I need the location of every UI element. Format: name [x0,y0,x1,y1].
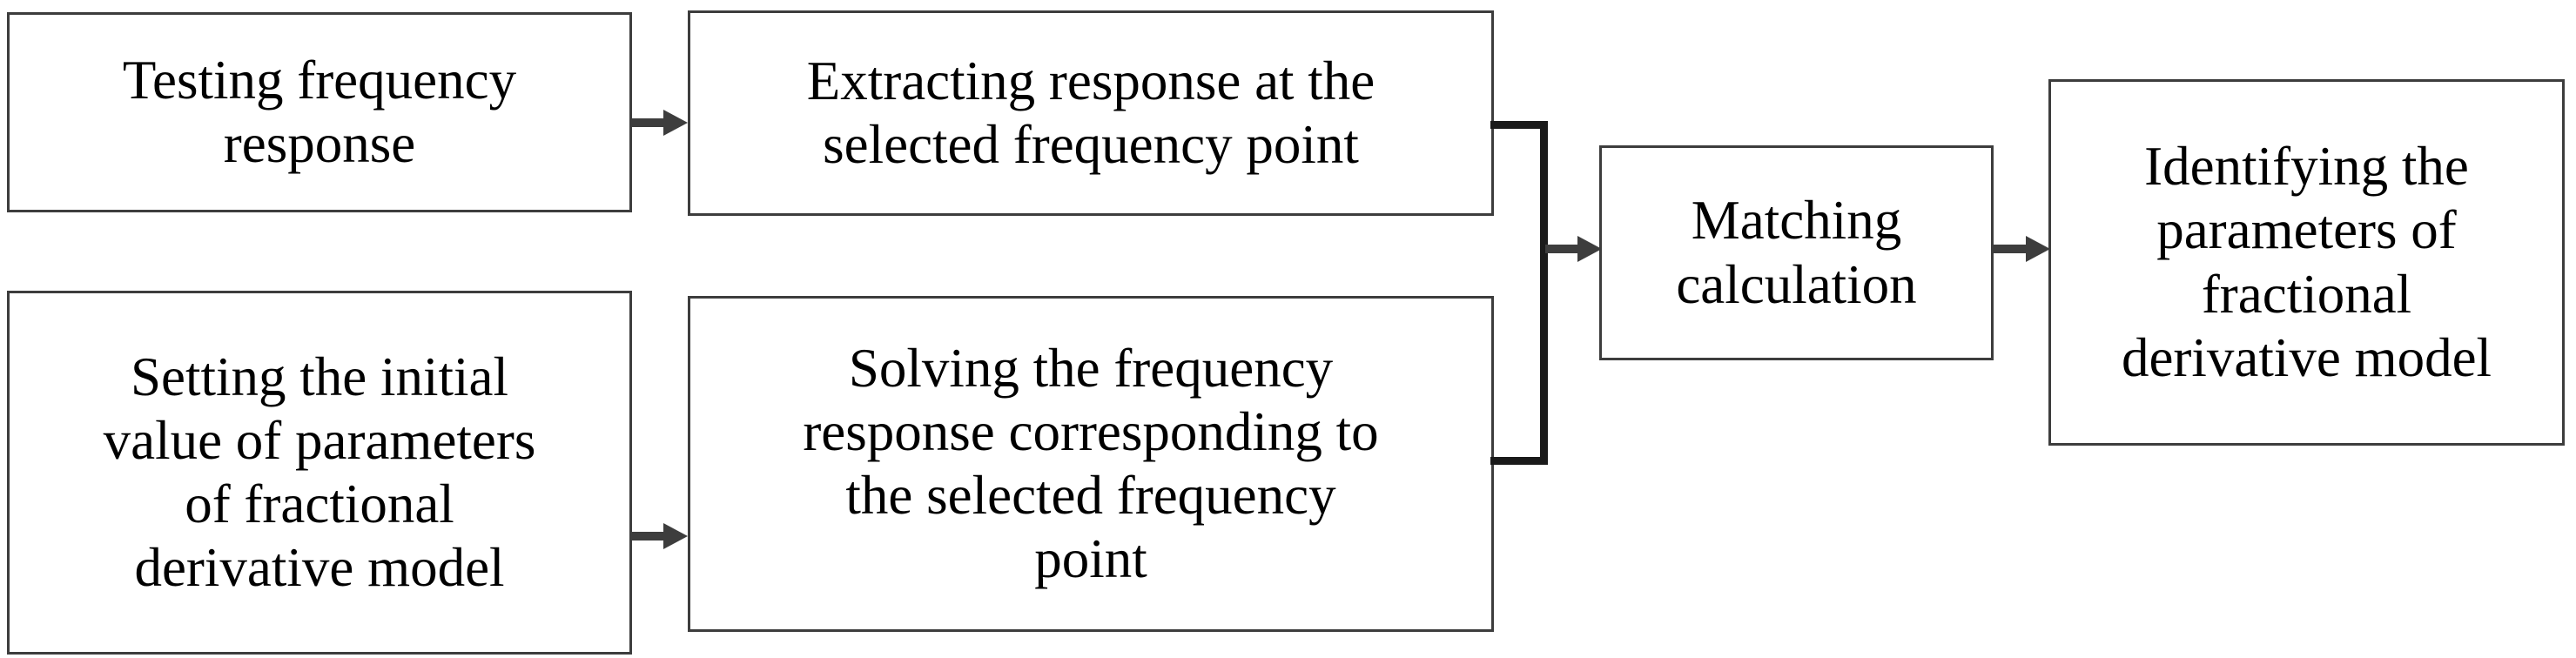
arrow-head-icon [2026,236,2050,262]
arrow-shaft [1545,245,1587,253]
node-identifying-parameters[interactable]: Identifying the parameters of fractional… [2048,79,2565,446]
node-testing-frequency-response[interactable]: Testing frequency response [7,12,632,212]
node-setting-initial-value[interactable]: Setting the initial value of parameters … [7,291,632,655]
node-label: Testing frequency response [122,49,517,174]
node-solving-frequency-response[interactable]: Solving the frequency response correspon… [688,296,1494,632]
node-matching-calculation[interactable]: Matching calculation [1599,145,1994,360]
arrow-shaft [632,118,674,127]
node-label: Solving the frequency response correspon… [803,337,1379,590]
arrow-head-icon [1577,236,1602,262]
arrow-head-icon [663,523,688,549]
node-extracting-response[interactable]: Extracting response at the selected freq… [688,10,1494,216]
merge-stub-bottom [1490,457,1548,465]
node-label: Matching calculation [1676,190,1917,315]
arrow-shaft [1994,245,2035,253]
node-label: Setting the initial value of parameters … [103,346,536,599]
merge-stub-top [1490,121,1548,129]
arrow-head-icon [663,110,688,136]
node-label: Extracting response at the selected freq… [806,50,1375,175]
arrow-shaft [632,532,674,540]
merge-spine [1540,121,1548,465]
node-label: Identifying the parameters of fractional… [2121,136,2492,388]
